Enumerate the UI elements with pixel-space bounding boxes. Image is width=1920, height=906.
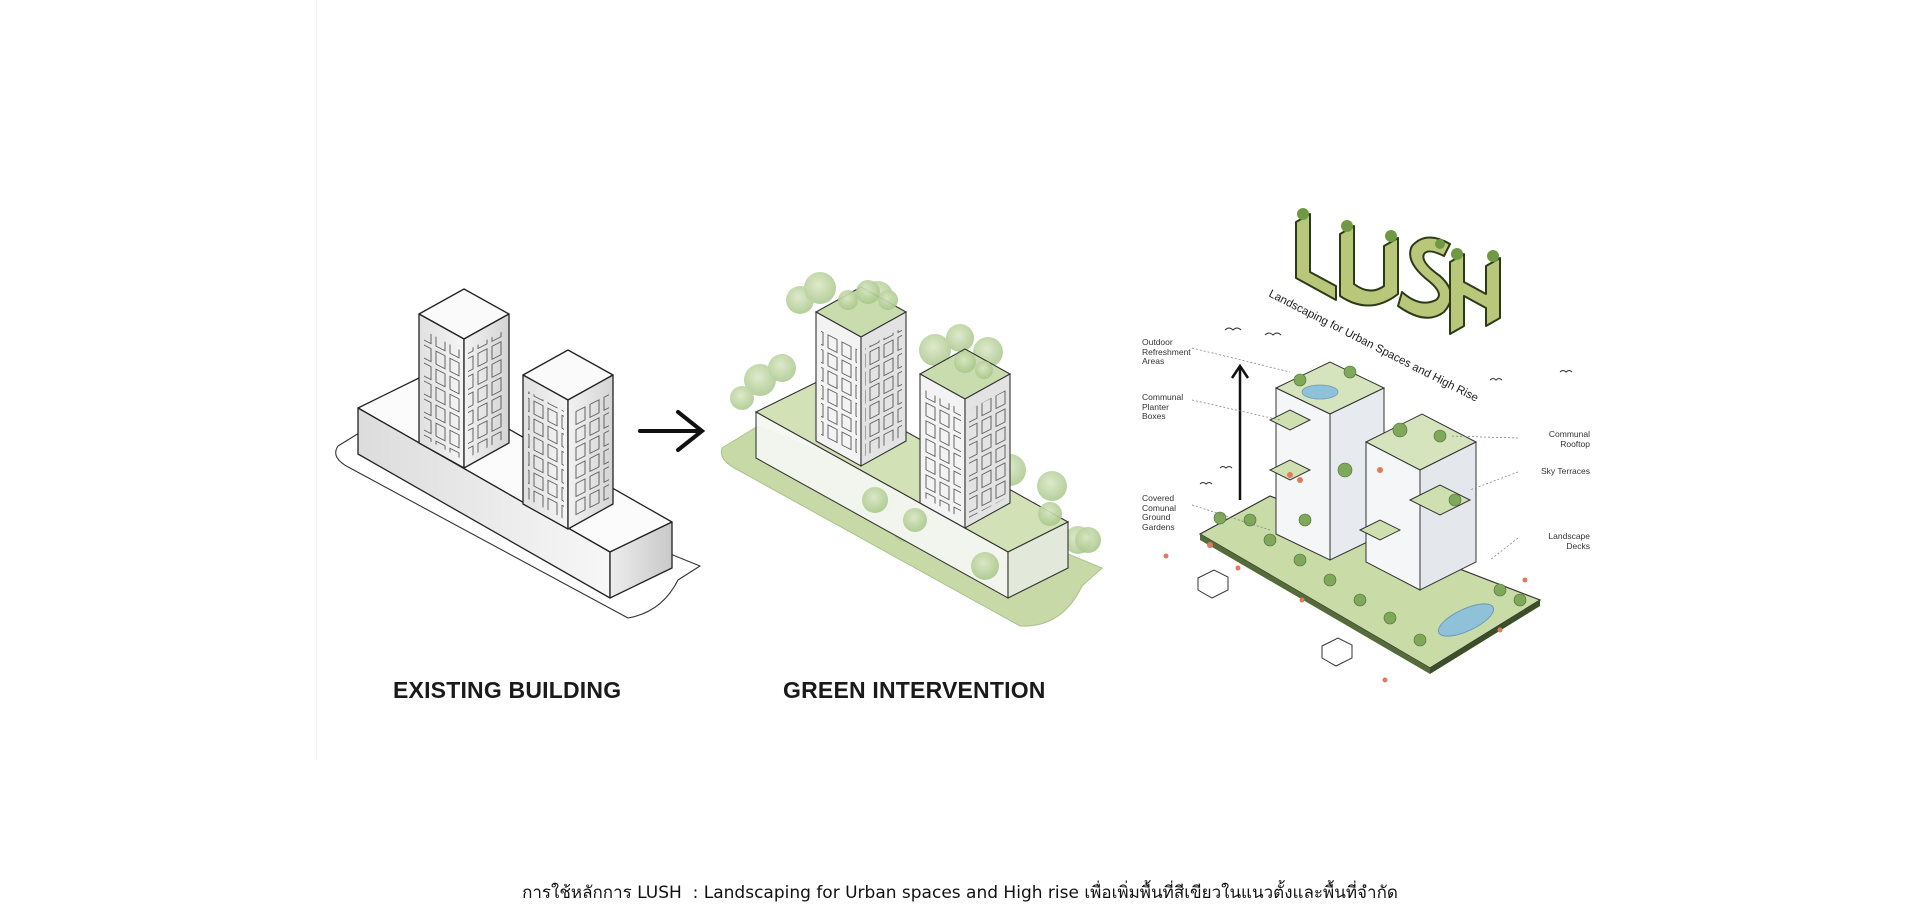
callout-landscape-decks: Landscape Decks bbox=[1548, 531, 1590, 551]
existing-building-drawing bbox=[335, 288, 701, 619]
callout-communal-planter: Communal Planter Boxes bbox=[1142, 392, 1184, 421]
transformation-arrow bbox=[638, 410, 706, 452]
callout-communal-rooftop: Communal Rooftop bbox=[1548, 429, 1590, 449]
green-intervention-drawing bbox=[720, 272, 1103, 627]
existing-building-label: EXISTING BUILDING bbox=[393, 677, 622, 703]
figure-caption: การใช้หลักการ LUSH : Landscaping for Urb… bbox=[0, 879, 1920, 906]
faint-border-line bbox=[316, 0, 317, 760]
callout-sky-terraces: Sky Terraces bbox=[1541, 466, 1590, 476]
callout-covered-gardens: Covered Comunal Ground Gardens bbox=[1142, 493, 1177, 532]
caption-text: การใช้หลักการ LUSH : Landscaping for Urb… bbox=[522, 883, 1398, 903]
green-intervention-label: GREEN INTERVENTION bbox=[783, 677, 1046, 703]
lush-diagram: Landscaping for Urban Spaces and High Ri… bbox=[1163, 208, 1573, 683]
callout-outdoor-refreshment: Outdoor Refreshment Areas bbox=[1142, 337, 1191, 366]
